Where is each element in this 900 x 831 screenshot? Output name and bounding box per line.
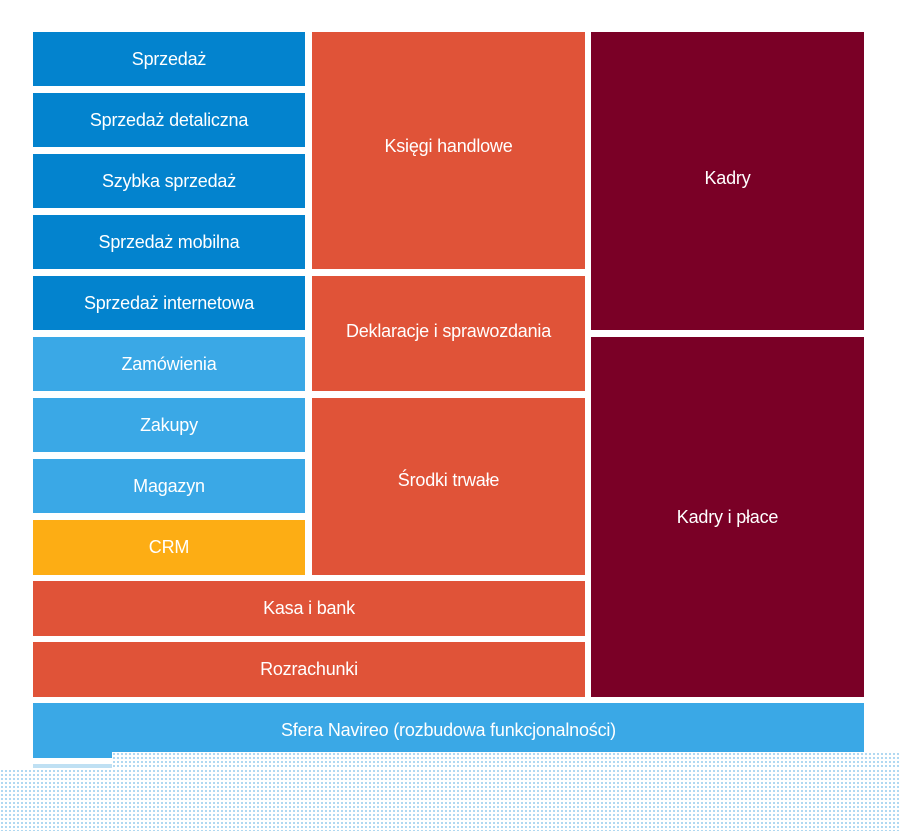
- tile-label: Księgi handlowe: [384, 136, 513, 156]
- tile-label: Kadry i płace: [676, 506, 779, 527]
- tile-label: Zakupy: [140, 414, 198, 435]
- tile-sprzedaz-mobilna[interactable]: Sprzedaż mobilna: [33, 215, 305, 269]
- tile-sfera-navireo[interactable]: Sfera Navireo (rozbudowa funkcjonalności…: [33, 703, 864, 758]
- tile-srodki-trwale[interactable]: Środki trwałe: [312, 398, 585, 575]
- tile-label: Sprzedaż internetowa: [83, 292, 255, 313]
- tile-ksiegi-handlowe[interactable]: Księgi handlowe: [312, 32, 585, 269]
- tile-kasa-i-bank[interactable]: Kasa i bank: [33, 581, 585, 636]
- tile-kadry[interactable]: Kadry: [591, 32, 864, 330]
- tile-label: CRM: [148, 537, 190, 557]
- tile-label: Szybka sprzedaż: [101, 170, 237, 191]
- tile-label: Środki trwałe: [397, 470, 500, 490]
- tile-label: Sprzedaż detaliczna: [89, 109, 249, 130]
- tile-deklaracje-i-sprawozdania[interactable]: Deklaracje i sprawozdania: [312, 276, 585, 391]
- tile-magazyn[interactable]: Magazyn: [33, 459, 305, 513]
- tile-sprzedaz-internetowa[interactable]: Sprzedaż internetowa: [33, 276, 305, 330]
- dotted-overlay: [0, 769, 900, 831]
- tile-sprzedaz[interactable]: Sprzedaż: [33, 32, 305, 86]
- tile-label: Sfera Navireo (rozbudowa funkcjonalności…: [281, 720, 616, 740]
- tile-zamowienia[interactable]: Zamówienia: [33, 337, 305, 391]
- tile-zakupy[interactable]: Zakupy: [33, 398, 305, 452]
- tile-label: Kasa i bank: [263, 598, 355, 618]
- tile-label: Kadry: [704, 167, 751, 188]
- tile-label: Sprzedaż: [131, 48, 207, 69]
- tile-label: Sprzedaż mobilna: [98, 231, 240, 252]
- tile-label: Rozrachunki: [260, 659, 358, 679]
- tile-szybka-sprzedaz[interactable]: Szybka sprzedaż: [33, 154, 305, 208]
- tile-label: Zamówienia: [121, 353, 217, 374]
- tile-label: Magazyn: [133, 475, 205, 496]
- tile-label: Deklaracje i sprawozdania: [345, 321, 552, 341]
- dotted-overlay: [112, 752, 900, 770]
- tile-crm[interactable]: CRM: [33, 520, 305, 575]
- tile-sprzedaz-detaliczna[interactable]: Sprzedaż detaliczna: [33, 93, 305, 147]
- tile-kadry-i-place[interactable]: Kadry i płace: [591, 337, 864, 697]
- tile-rozrachunki[interactable]: Rozrachunki: [33, 642, 585, 697]
- divider: [33, 764, 113, 768]
